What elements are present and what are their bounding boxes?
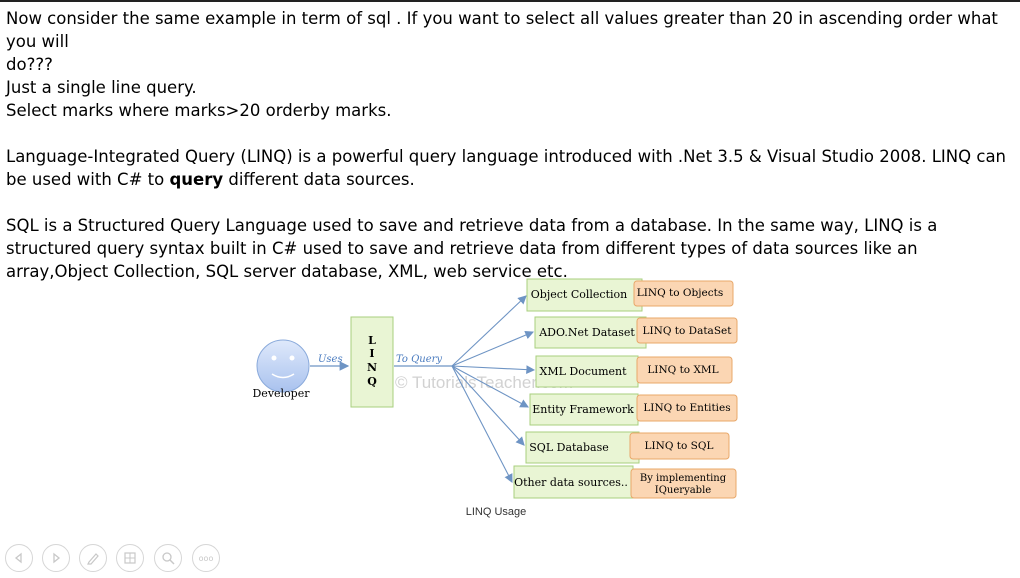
iqueryable-line2: IQueryable xyxy=(655,485,711,496)
linq-to-sql-box xyxy=(629,432,730,460)
linq-to-sql-label: LINQ to SQL xyxy=(645,440,714,452)
arrow-to-entity-framework xyxy=(451,365,529,408)
arrow-to-xml xyxy=(451,365,536,375)
iqueryable-line1: By implementing xyxy=(640,473,727,484)
more-button[interactable]: ooo xyxy=(192,544,220,572)
diagram-caption: LINQ Usage xyxy=(466,506,527,518)
zoom-icon xyxy=(162,552,175,565)
sql-database-label: SQL Database xyxy=(529,441,608,454)
linq-letter-i: I xyxy=(369,347,374,360)
object-collection-label: Object Collection xyxy=(531,288,627,301)
uses-label: Uses xyxy=(318,354,343,365)
top-border xyxy=(0,0,1020,2)
sql-paragraph: SQL is a Structured Query Language used … xyxy=(6,216,938,281)
to-query-label: To Query xyxy=(396,354,442,365)
pen-icon xyxy=(87,553,99,565)
more-icon: ooo xyxy=(198,553,214,563)
slides-icon xyxy=(124,552,136,564)
next-icon xyxy=(53,552,61,564)
slides-button[interactable] xyxy=(116,544,144,572)
entity-framework-box xyxy=(529,393,639,426)
linq-paragraph: Language-Integrated Query (LINQ) is a po… xyxy=(6,145,1016,191)
sql-database-box xyxy=(525,431,640,464)
linq-to-dataset-box xyxy=(636,317,738,344)
linq-to-dataset-label: LINQ to DataSet xyxy=(643,325,733,337)
linq-to-objects-box xyxy=(633,280,734,307)
xml-document-label: XML Document xyxy=(539,365,627,378)
intro-line: Just a single line query. xyxy=(6,78,197,97)
linq-to-xml-box xyxy=(636,356,733,384)
previous-button[interactable] xyxy=(5,544,33,572)
linq-letter-l: L xyxy=(368,334,376,347)
arrow-to-ado-net xyxy=(451,330,535,367)
linq-paragraph-end: different data sources. xyxy=(223,170,415,189)
linq-letter-q: Q xyxy=(367,375,377,388)
linq-to-xml-label: LINQ to XML xyxy=(647,364,718,376)
intro-line: Now consider the same example in term of… xyxy=(6,9,998,51)
arrow-to-object-collection xyxy=(451,295,527,367)
developer-icon xyxy=(256,339,310,393)
slide-text: Now consider the same example in term of… xyxy=(6,7,1016,283)
zoom-button[interactable] xyxy=(154,544,182,572)
query-bold: query xyxy=(169,170,224,189)
next-button[interactable] xyxy=(42,544,70,572)
linq-to-entities-label: LINQ to Entities xyxy=(643,402,730,414)
previous-icon xyxy=(14,552,22,564)
arrow-to-other-sources xyxy=(451,365,513,483)
ado-net-dataset-label: ADO.Net Dataset xyxy=(538,326,635,339)
linq-to-entities-box xyxy=(636,394,738,422)
watermark: © TutorialsTeacher.com xyxy=(395,373,573,392)
linq-to-objects-label: LINQ to Objects xyxy=(637,287,723,299)
iqueryable-box xyxy=(630,468,737,499)
fan-arrows xyxy=(451,295,536,483)
entity-framework-label: Entity Framework xyxy=(532,403,634,416)
arrow-to-sql-database xyxy=(451,365,525,446)
query-line: Select marks where marks>20 orderby mark… xyxy=(6,101,392,120)
intro-line: do??? xyxy=(6,55,53,74)
ado-net-dataset-box xyxy=(534,316,647,349)
pen-button[interactable] xyxy=(79,544,107,572)
other-data-sources-label: Other data sources.. xyxy=(514,476,628,489)
linq-letter-n: N xyxy=(367,361,377,374)
developer-label: Developer xyxy=(252,387,310,400)
xml-document-box xyxy=(535,355,639,388)
linq-box xyxy=(350,316,394,408)
linq-paragraph-text: Language-Integrated Query (LINQ) is a po… xyxy=(6,147,1007,189)
